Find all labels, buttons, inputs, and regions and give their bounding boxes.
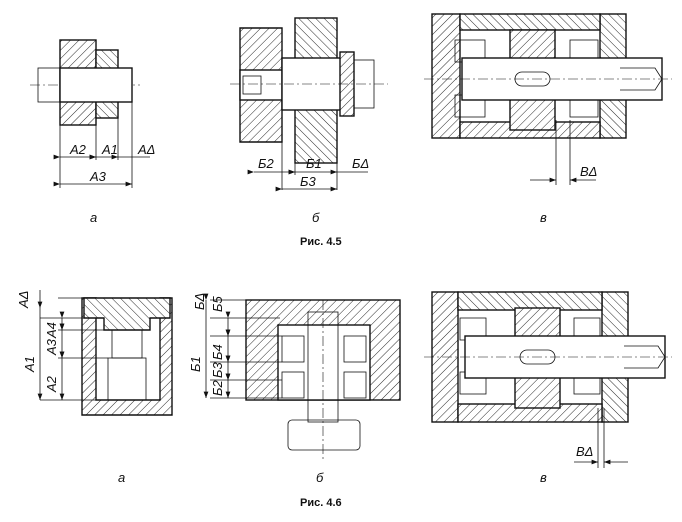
label-vdelta: BΔ	[580, 164, 597, 179]
panel-letter-a2: а	[118, 470, 125, 485]
caption-fig-4-6: Рис. 4.6	[300, 497, 342, 509]
label-a1-v: A1	[22, 356, 37, 373]
label-b3: Б3	[300, 174, 316, 189]
panel-letter-v: в	[540, 210, 547, 225]
label-a1: A1	[101, 142, 118, 157]
label-vdelta-2: BΔ	[576, 444, 593, 459]
label-a2: A2	[69, 142, 87, 157]
label-b5-v: Б5	[210, 296, 225, 312]
panel-letter-v2: в	[540, 470, 547, 485]
caption-fig-4-5: Рис. 4.5	[300, 236, 342, 248]
label-a3-v: A3	[44, 338, 59, 356]
label-adelta-v: AΔ	[16, 291, 31, 309]
label-b1: Б1	[306, 156, 322, 171]
label-b2-v: Б2	[210, 380, 225, 396]
label-b4-v: Б4	[210, 344, 225, 360]
fig45-panel-v: BΔ в	[424, 13, 672, 225]
label-adelta: AΔ	[137, 142, 155, 157]
fig46-panel-a: AΔ A4 A3 A1 A2 а	[16, 290, 173, 485]
label-a3: A3	[89, 169, 107, 184]
label-bdelta: БΔ	[352, 156, 369, 171]
panel-letter-a: а	[90, 210, 97, 225]
panel-letter-b2: б	[316, 470, 324, 485]
fig45-panel-b: Б2 Б1 БΔ Б3 б	[230, 17, 388, 225]
fig45-panel-a: A2 A1 AΔ A3 а	[30, 39, 155, 225]
label-b2: Б2	[258, 156, 274, 171]
fig46-panel-v: BΔ в	[424, 291, 672, 485]
panel-letter-b: б	[312, 210, 320, 225]
label-b1-v: Б1	[188, 356, 203, 372]
fig46-panel-b: БΔ Б5 Б4 Б1 Б3 Б2 б	[188, 293, 401, 485]
label-b3-v: Б3	[210, 362, 225, 378]
label-a2-v: A2	[44, 375, 59, 393]
label-a4-v: A4	[44, 322, 59, 339]
label-bdelta-v: БΔ	[192, 293, 207, 310]
